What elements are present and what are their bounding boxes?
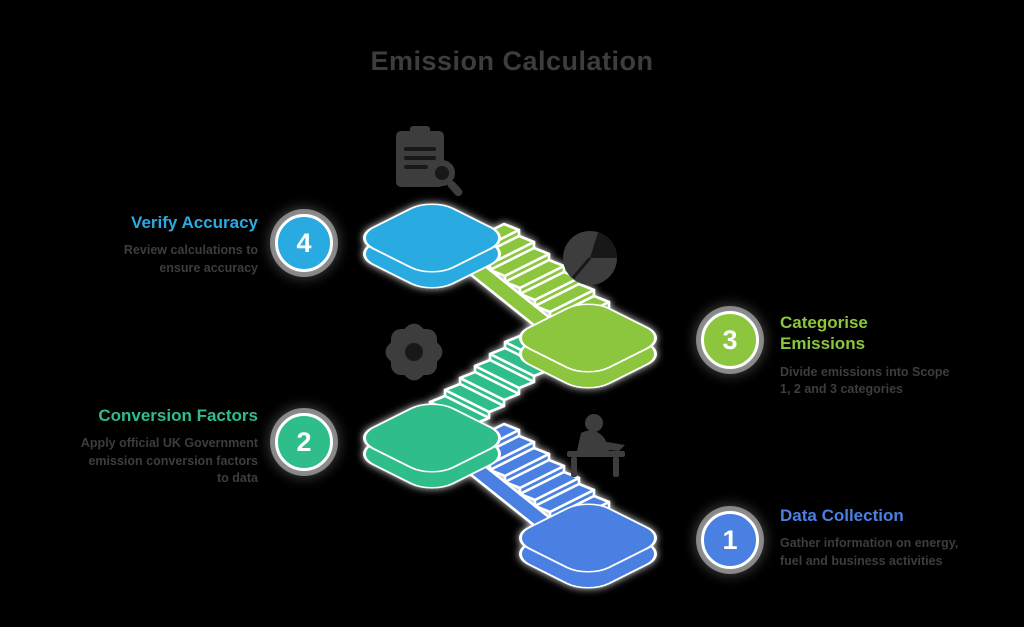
- platform-step-3: [519, 303, 657, 389]
- step-1-description: Gather information on energy, fuel and b…: [780, 536, 959, 568]
- platform-step-4: [363, 203, 501, 289]
- clipboard-magnifier-icon: [396, 126, 463, 197]
- platform-step-1: [519, 503, 657, 589]
- step-2-label: Conversion Factors: [98, 406, 258, 425]
- step-4-text-block: Verify Accuracy Review calculations to e…: [30, 212, 258, 277]
- platform-step-2: [363, 403, 501, 489]
- step-4-label: Verify Accuracy: [131, 213, 258, 232]
- staircase: [363, 203, 657, 589]
- page-title: Emission Calculation: [370, 46, 654, 76]
- step-2-text-block: Conversion Factors Apply official UK Gov…: [30, 405, 258, 488]
- step-1-number-badge: 1: [701, 511, 759, 569]
- step-1-text-block: Data Collection Gather information on en…: [780, 505, 1005, 570]
- icons-layer: [385, 126, 625, 477]
- step-3-description: Divide emissions into Scope 1, 2 and 3 c…: [780, 364, 950, 397]
- step-4-description: Review calculations to ensure accuracy: [123, 243, 258, 275]
- step-3-text-block: Categorise Emissions Divide emissions in…: [780, 312, 1005, 399]
- gear-icon: [385, 323, 443, 381]
- step-1-label: Data Collection: [780, 506, 904, 525]
- person-at-desk-icon: [567, 414, 625, 477]
- step-4-number-badge: 4: [275, 214, 333, 272]
- step-3-number-badge: 3: [701, 311, 759, 369]
- step-2-number-badge: 2: [275, 413, 333, 471]
- step-2-description: Apply official UK Government emission co…: [80, 436, 258, 486]
- step-3-label: Categorise Emissions: [780, 313, 868, 354]
- pie-chart-icon: [563, 231, 617, 285]
